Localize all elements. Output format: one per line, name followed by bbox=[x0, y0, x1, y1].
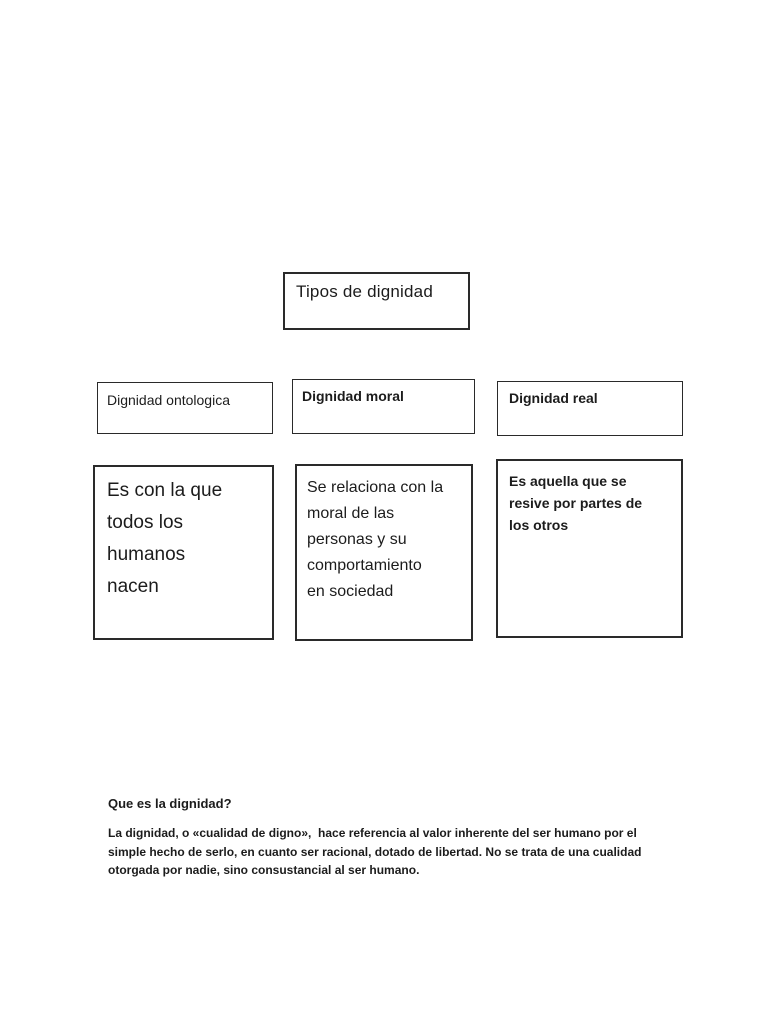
footer-definition-paragraph: La dignidad, o «cualidad de digno», hace… bbox=[108, 826, 642, 877]
node-description-dignidad-real: Es aquella que se resive por partes de l… bbox=[496, 459, 683, 638]
node-header-dignidad-moral: Dignidad moral bbox=[292, 379, 475, 434]
node-description-dignidad-moral: Se relaciona con la moral de las persona… bbox=[295, 464, 473, 641]
node-header-dignidad-real: Dignidad real bbox=[497, 381, 683, 436]
node-description-dignidad-ontologica: Es con la que todos los humanos nacen bbox=[93, 465, 274, 640]
node-header-label: Dignidad real bbox=[509, 390, 598, 406]
footer-question-heading: Que es la dignidad? bbox=[108, 796, 232, 811]
node-header-label: Dignidad ontologica bbox=[107, 392, 230, 408]
diagram-title-box: Tipos de dignidad bbox=[283, 272, 470, 330]
diagram-title: Tipos de dignidad bbox=[296, 282, 433, 301]
node-header-dignidad-ontologica: Dignidad ontologica bbox=[97, 382, 273, 434]
node-header-label: Dignidad moral bbox=[302, 388, 404, 404]
